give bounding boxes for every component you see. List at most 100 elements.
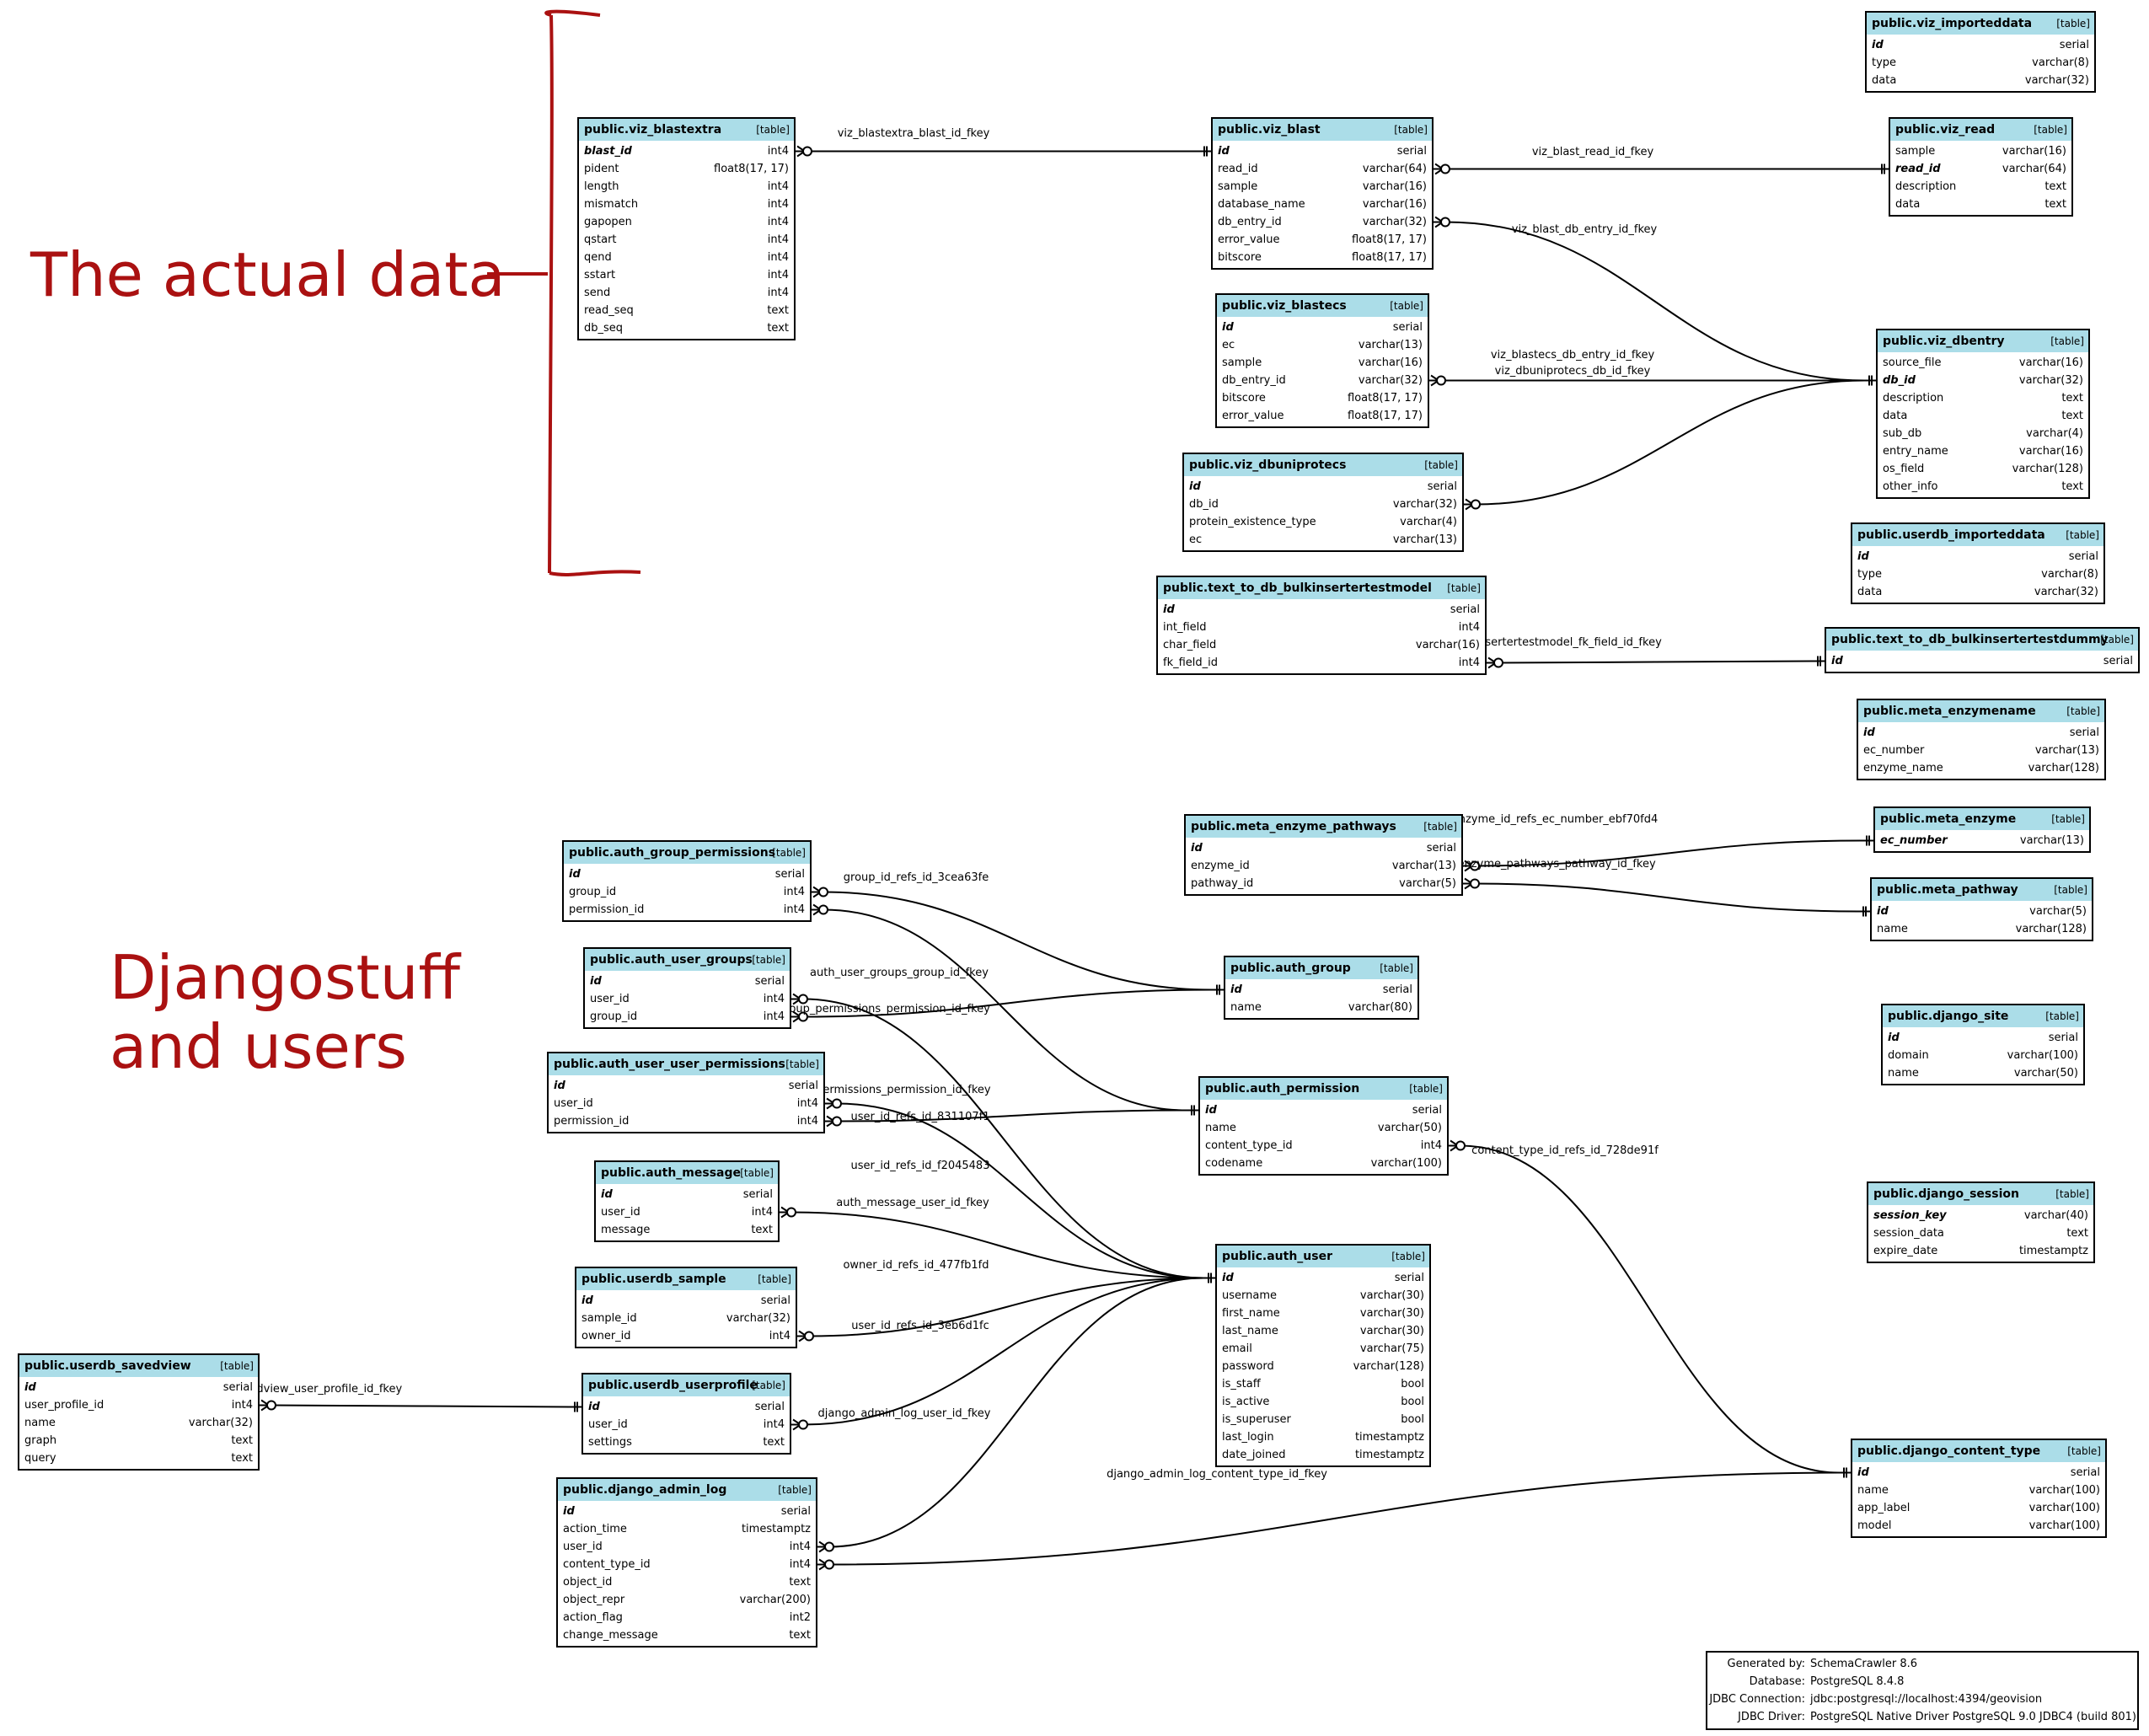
column-name: settings xyxy=(588,1436,632,1449)
column-type: serial xyxy=(1412,1104,1442,1117)
column-type: text xyxy=(767,304,789,317)
column-type: int4 xyxy=(763,993,785,1005)
column-type: int4 xyxy=(767,233,789,246)
column-name: expire_date xyxy=(1873,1245,1938,1257)
column-type: serial xyxy=(222,1381,253,1394)
column-type: varchar(5) xyxy=(1399,877,1456,890)
column-name: bitscore xyxy=(1218,251,1262,264)
annotation-actual-data: The actual data xyxy=(30,239,506,310)
info-value: jdbc:postgresql://localhost:4394/geovisi… xyxy=(1810,1693,2043,1706)
column-type: varchar(16) xyxy=(1358,356,1423,369)
column-name: username xyxy=(1222,1289,1277,1302)
table-bulk-dummy[interactable]: public.text_to_db_bulkinsertertestdummy[… xyxy=(1825,627,2140,673)
column-name: read_seq xyxy=(584,304,634,317)
table-tag: [table] xyxy=(1424,459,1458,471)
column-type: serial xyxy=(1450,603,1480,616)
column-type: serial xyxy=(2068,550,2098,563)
table-header: public.userdb_userprofile[table] xyxy=(583,1374,790,1396)
table-tag: [table] xyxy=(772,847,806,859)
column-name: id xyxy=(1163,603,1175,616)
table-bulk-model[interactable]: public.text_to_db_bulkinsertertestmodel[… xyxy=(1156,576,1487,675)
optional-marker xyxy=(798,1419,808,1430)
column-name: mismatch xyxy=(584,198,639,211)
info-row: JDBC Connection:jdbc:postgresql://localh… xyxy=(1707,1690,2137,1708)
column-type: serial xyxy=(1396,145,1427,158)
column-name: fk_field_id xyxy=(1163,656,1219,669)
column-row: read_seq text xyxy=(579,302,794,319)
table-header: public.django_admin_log[table] xyxy=(558,1479,816,1501)
column-name: id xyxy=(601,1188,613,1201)
column-name: qend xyxy=(584,251,612,264)
info-row: Generated by:SchemaCrawler 8.6 xyxy=(1707,1655,2137,1673)
table-header: public.viz_dbuniprotecs[table] xyxy=(1184,454,1462,476)
column-name: ec xyxy=(1189,533,1203,546)
relationship-label: content_type_id_refs_id_728de91f xyxy=(1471,1144,1659,1157)
column-type: serial xyxy=(754,975,785,988)
table-tag: [table] xyxy=(2100,634,2134,646)
column-name: pathway_id xyxy=(1191,877,1254,890)
optional-marker xyxy=(1493,657,1503,668)
column-name: blast_id xyxy=(584,145,632,158)
table-tag: [table] xyxy=(1394,124,1428,136)
column-name: id xyxy=(1218,145,1230,158)
table-tag: [table] xyxy=(2067,1445,2101,1457)
table-auth-user-user-permissions[interactable]: public.auth_user_user_permissions[table]… xyxy=(547,1052,825,1133)
column-type: serial xyxy=(2059,39,2089,51)
table-name: public.userdb_importeddata xyxy=(1857,528,2045,542)
table-header: public.text_to_db_bulkinsertertestmodel[… xyxy=(1158,577,1485,599)
column-type: int4 xyxy=(767,198,789,211)
column-name: is_staff xyxy=(1222,1378,1261,1390)
column-type: float8(17, 17) xyxy=(1352,251,1427,264)
column-name: last_name xyxy=(1222,1325,1278,1337)
column-type: varchar(30) xyxy=(1359,1307,1424,1320)
column-type: timestamptz xyxy=(2018,1245,2088,1257)
table-name: public.django_admin_log xyxy=(563,1483,727,1497)
column-name: gapopen xyxy=(584,216,632,228)
column-name: email xyxy=(1222,1342,1252,1355)
optional-marker xyxy=(798,994,808,1005)
table-header: public.userdb_savedview[table] xyxy=(19,1355,258,1377)
